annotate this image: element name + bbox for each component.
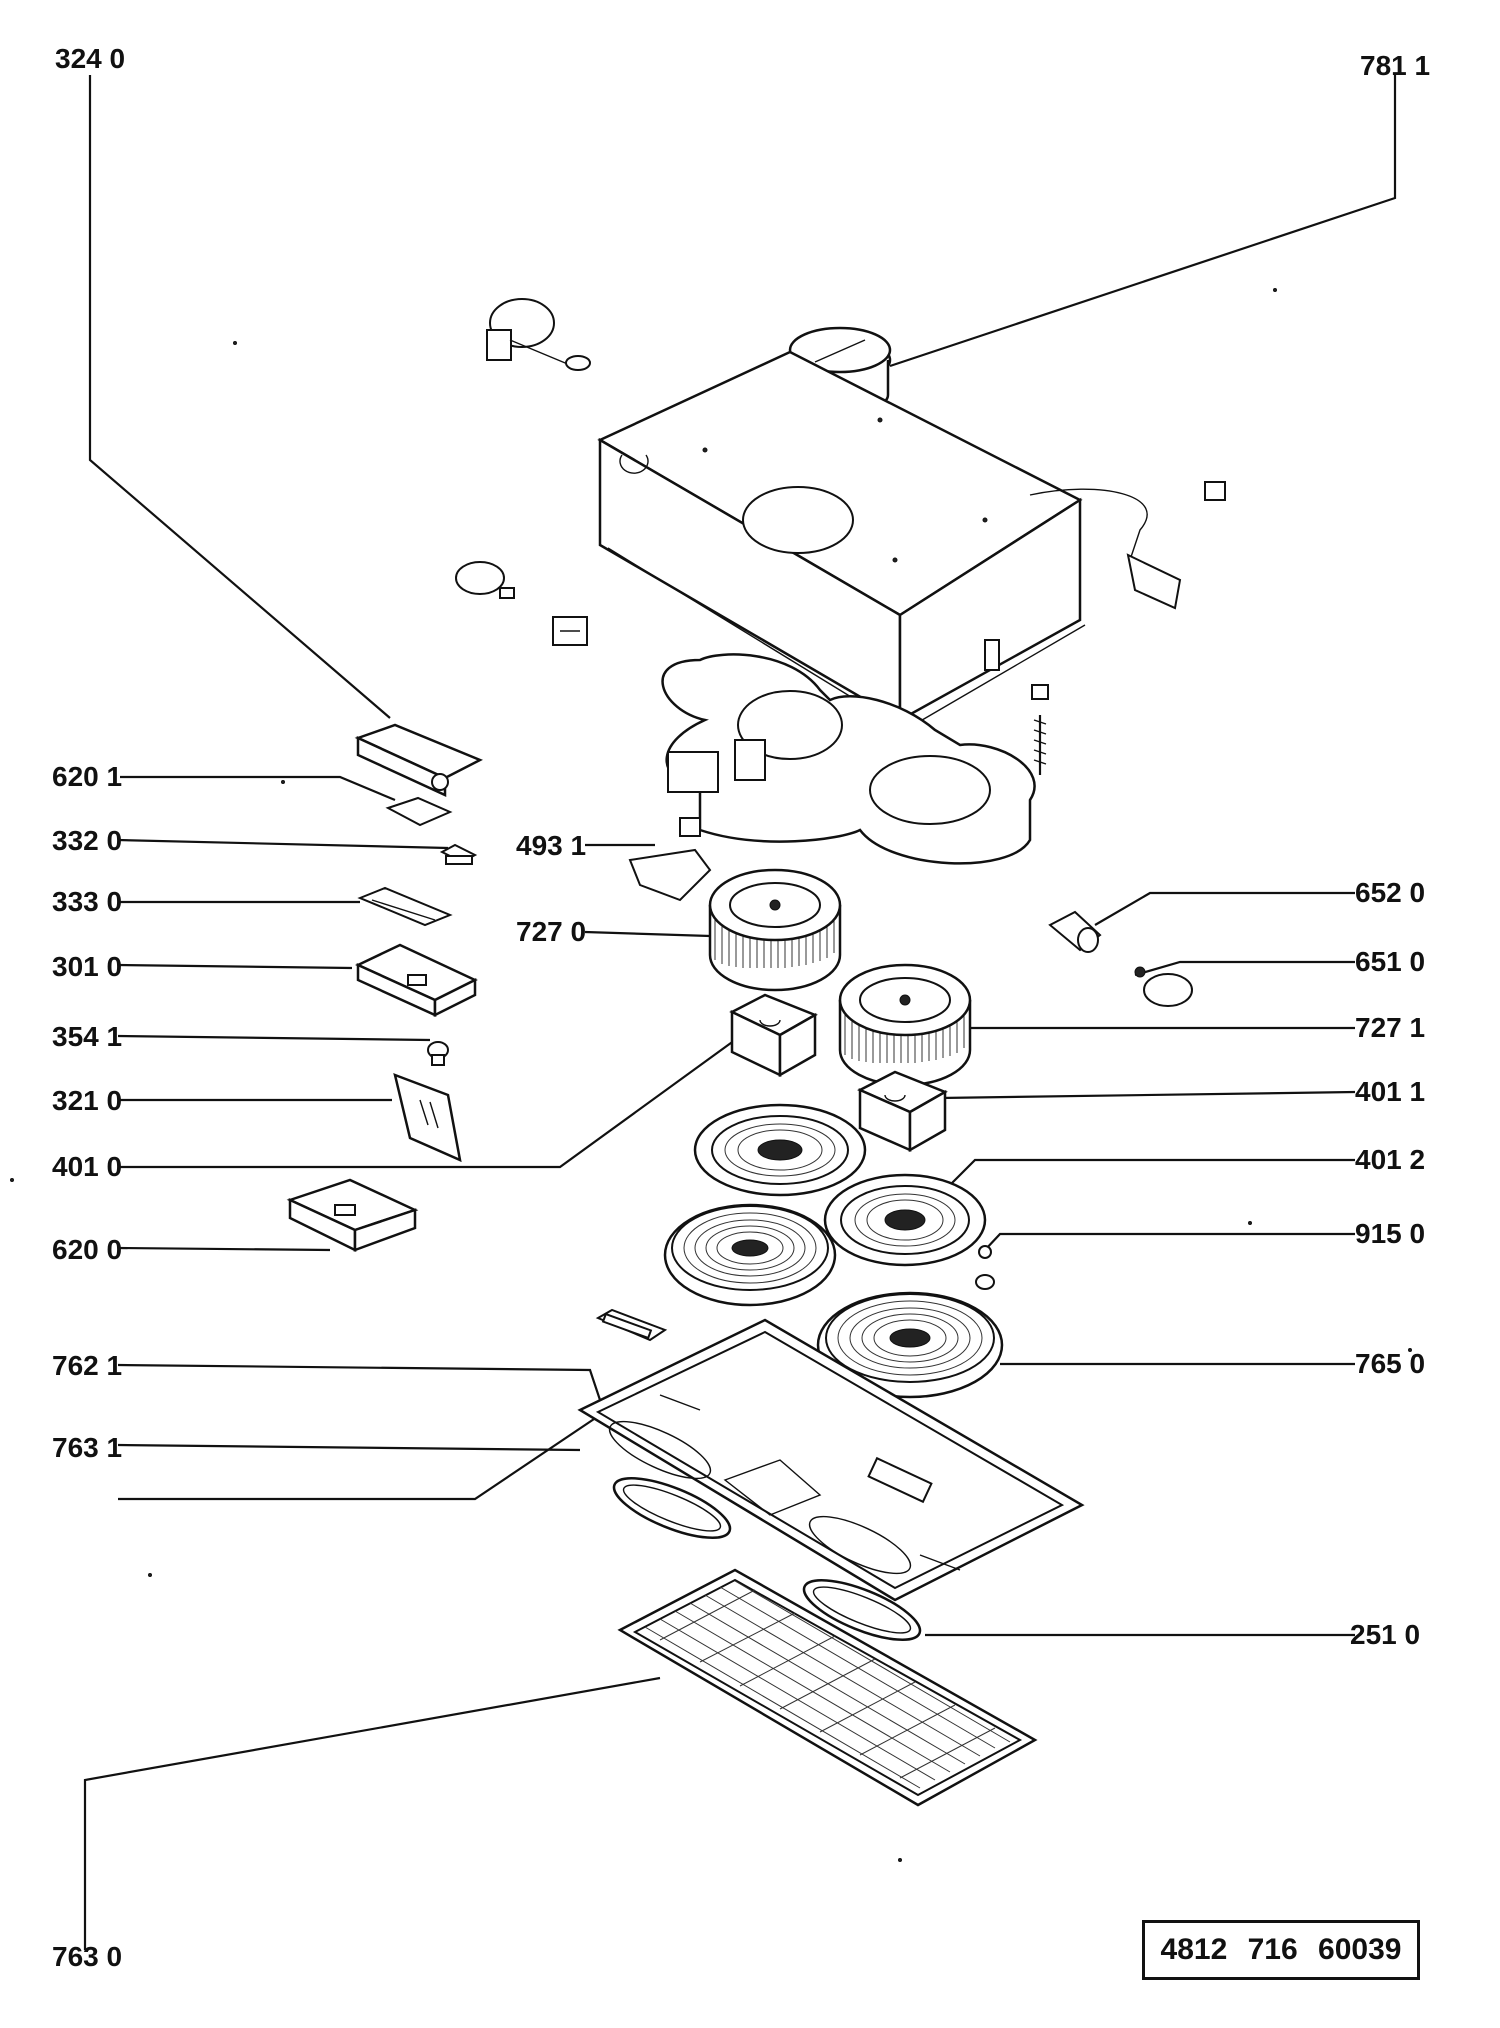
callout-727-1: 727 1 (1355, 1012, 1426, 1043)
callout-401-1: 401 1 (1355, 1076, 1426, 1107)
callout-401-0: 401 0 (52, 1151, 123, 1182)
bulb-right-part (1134, 966, 1193, 1007)
motor-left-part (729, 993, 818, 1078)
lamp-holder-part (427, 1041, 449, 1066)
gasket-part (612, 1477, 922, 1641)
light-box-part (354, 723, 483, 797)
fan-wheel-left-part (708, 868, 842, 992)
mesh-filter-part (617, 1568, 1038, 1807)
callout-321-0: 321 0 (52, 1085, 123, 1116)
callout-251-0: 251 0 (1350, 1619, 1421, 1650)
fan-wheel-right-part (838, 963, 972, 1087)
bracket-part (628, 817, 712, 902)
rail-part (357, 886, 453, 927)
plate-part (385, 796, 453, 827)
callout-354-1: 354 1 (52, 1021, 123, 1052)
switch-part (552, 616, 588, 646)
callout-915-0: 915 0 (1355, 1218, 1426, 1249)
lamp-bulb-part (455, 561, 515, 599)
callout-333-0: 333 0 (52, 886, 123, 917)
callout-651-0: 651 0 (1355, 946, 1426, 977)
callout-301-0: 301 0 (52, 951, 123, 982)
callout-401-2: 401 2 (1355, 1144, 1426, 1175)
callout-727-0: 727 0 (516, 916, 587, 947)
callout-620-0: 620 0 (52, 1234, 123, 1265)
lamp-socket-part (1048, 910, 1102, 953)
scan-speckles (10, 288, 1412, 1862)
grease-filter-left-part (663, 1203, 837, 1307)
callout-324-0: 324 0 (55, 43, 126, 74)
callout-620-1: 620 1 (52, 761, 123, 792)
grease-filter-right-part (816, 1291, 1004, 1399)
bottom-tray-part (286, 1178, 419, 1253)
fan-ring-upper-part (693, 1103, 867, 1197)
callout-762-1: 762 1 (52, 1350, 123, 1381)
hood-housing-part (597, 350, 1086, 731)
clip-part (439, 843, 478, 865)
glass-panel-part (393, 1072, 462, 1163)
motor-right-part (857, 1070, 948, 1153)
tray-part (355, 943, 478, 1018)
fan-ring-right-part (823, 1173, 987, 1267)
callout-781-1: 781 1 (1360, 50, 1431, 81)
callout-652-0: 652 0 (1355, 877, 1426, 908)
callout-332-0: 332 0 (52, 825, 123, 856)
leader-lines (83, 75, 1397, 1950)
screw-part (1031, 684, 1049, 775)
fan-housing-part (661, 653, 1036, 865)
bottom-frame-part (577, 1318, 1085, 1602)
callout-763-0: 763 0 (52, 1941, 123, 1972)
small-clip-part (595, 1308, 668, 1342)
motor-bracket-part (486, 298, 591, 371)
callout-493-1: 493 1 (516, 830, 587, 861)
callout-765-0: 765 0 (1355, 1348, 1426, 1379)
callout-763-1: 763 1 (52, 1432, 123, 1463)
nut-part (975, 1245, 995, 1290)
power-cable-part (1029, 481, 1226, 610)
document-number-box: 4812 716 60039 (1142, 1920, 1420, 1980)
